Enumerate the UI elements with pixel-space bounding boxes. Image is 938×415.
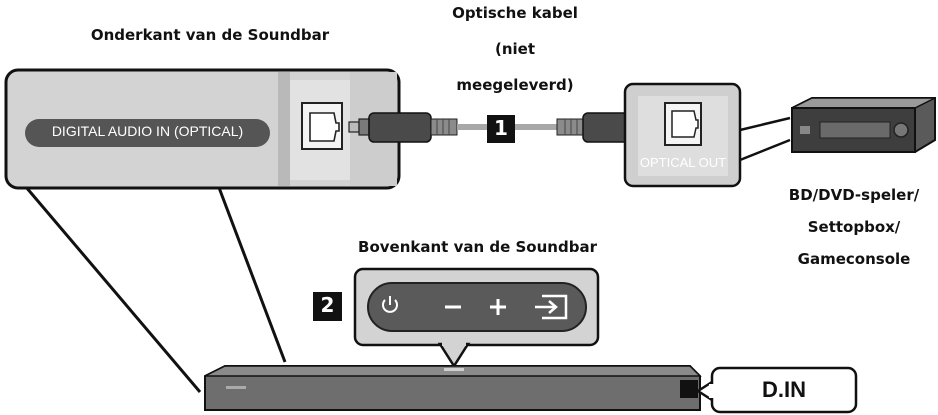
plus-icon <box>490 299 506 315</box>
step-1-number: 1 <box>494 116 508 140</box>
display-text: D.IN <box>762 377 806 402</box>
power-icon <box>382 296 398 313</box>
cable-label-line2: (niet <box>494 40 536 58</box>
step-2-badge <box>313 292 342 321</box>
bd-dvd-player-device <box>791 97 936 153</box>
optical-out-panel <box>623 82 742 188</box>
device-callout-top <box>739 116 791 132</box>
top-of-soundbar-label: Bovenkant van de Soundbar <box>358 238 597 256</box>
soundbar <box>204 365 702 411</box>
device-label-line2: Settopbox/ <box>807 218 901 236</box>
soundbar-display <box>680 380 698 398</box>
cable-label-line3: meegeleverd) <box>456 76 574 94</box>
device-callout-bottom <box>739 138 791 162</box>
soundbar-optical-port <box>301 102 343 150</box>
callout-line-right <box>216 184 287 363</box>
display-callout <box>695 366 858 414</box>
digital-audio-in-label: DIGITAL AUDIO IN (OPTICAL) <box>51 123 244 139</box>
device-label-line3: Gameconsole <box>797 250 911 268</box>
step-2-number: 2 <box>320 293 335 317</box>
callout-line-left <box>18 179 202 393</box>
device-label-line1: BD/DVD-speler/ <box>788 186 920 204</box>
button-panel-pointer <box>437 342 471 369</box>
cable-label-line1: Optische kabel <box>452 4 578 22</box>
source-input-icon <box>535 294 568 320</box>
soundbar-top-button-panel <box>353 267 600 347</box>
port-label-pill <box>25 119 270 147</box>
device-optical-port <box>664 102 702 146</box>
optical-out-label: OPTICAL OUT <box>639 155 727 170</box>
bottom-of-soundbar-label: Onderkant van de Soundbar <box>90 26 330 44</box>
step-1-badge <box>487 115 515 143</box>
